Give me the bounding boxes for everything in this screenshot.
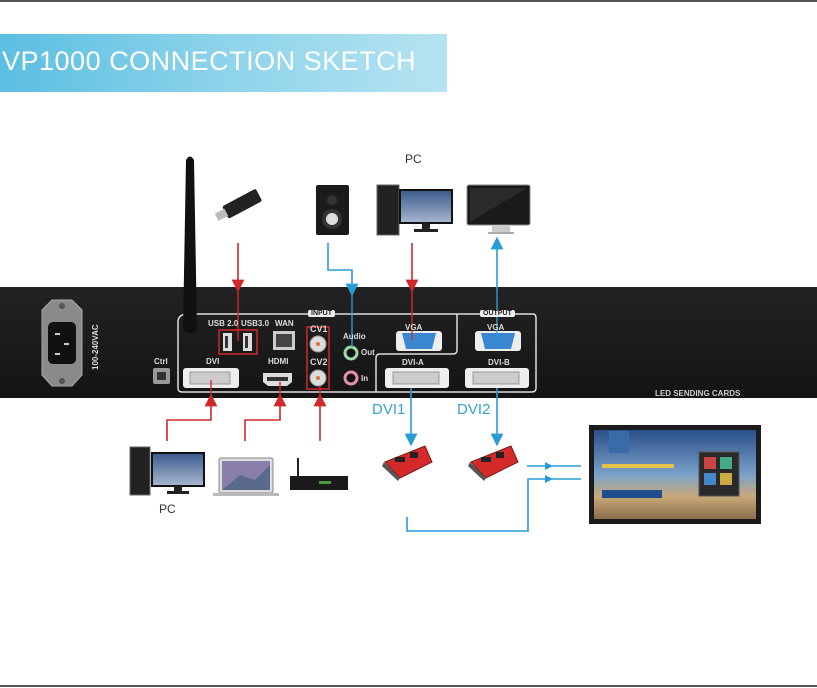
page-title: VP1000 CONNECTION SKETCH (2, 46, 417, 76)
dvi-b-label: DVI-B (488, 358, 510, 367)
dvi1-label: DVI1 (372, 401, 406, 418)
power-inlet-icon (41, 299, 83, 387)
led-sending-card-1-icon (382, 445, 433, 481)
usb-port-icon (243, 333, 252, 351)
led-sending-cards-label: LED SENDING CARDS (655, 389, 741, 398)
dvi-a-port-icon (385, 368, 449, 388)
hdmi-port-icon (263, 373, 292, 386)
ctrl-label: Ctrl (154, 357, 168, 366)
usb-port-icon (223, 333, 232, 351)
wan-port-icon (273, 331, 295, 350)
top-border (0, 0, 817, 2)
desktop-pc-icon (376, 184, 453, 236)
audio-in-label: In (361, 374, 369, 383)
speaker-icon (316, 185, 349, 235)
hdmi-label: HDMI (268, 357, 289, 366)
set-top-box-icon (290, 458, 348, 490)
audio-label: Audio (343, 332, 366, 341)
output-badge: OUTPUT (480, 310, 515, 317)
power-voltage-label: 100-240VAC (91, 324, 100, 370)
dvi-a-label: DVI-A (402, 358, 424, 367)
top-pc-label: PC (405, 152, 422, 166)
usb-flash-drive-icon (214, 189, 262, 221)
cv2-label: CV2 (310, 357, 328, 367)
led-display-screen-icon (589, 425, 761, 524)
bottom-pc-label: PC (159, 502, 176, 516)
audio-connection-line (327, 243, 359, 297)
vga-in-label: VGA (405, 323, 423, 332)
panel-outline (177, 313, 537, 393)
ctrl-usb-port-icon (153, 368, 170, 384)
desktop-pc-icon (129, 446, 205, 496)
audio-in-port-icon (343, 370, 359, 386)
vga-out-port-icon (475, 331, 521, 351)
bottom-border (0, 685, 817, 687)
usb2-label: USB 2.0 (208, 319, 239, 328)
audio-out-port-icon (343, 345, 359, 361)
laptop-hdmi-connection-line (244, 393, 287, 441)
cv1-port-icon (309, 335, 327, 353)
vga-out-label: VGA (487, 323, 505, 332)
dvi-port-icon (183, 368, 239, 388)
vga-in-port-icon (396, 331, 442, 351)
input-badge: INPUT (308, 310, 335, 317)
led-sending-card-2-icon (468, 445, 519, 481)
card-to-screen-connection-line (406, 478, 581, 532)
dvi2-label: DVI2 (457, 401, 491, 418)
dvi-b-port-icon (465, 368, 529, 388)
dvi-label: DVI (206, 357, 220, 366)
pc-dvi-connection-line (166, 393, 218, 441)
title-banner: VP1000 CONNECTION SKETCH (0, 34, 447, 92)
usb3-label: USB3.0 (241, 319, 270, 328)
monitor-icon (466, 184, 531, 234)
wifi-antenna-icon (183, 156, 197, 333)
cv2-port-icon (309, 369, 327, 387)
cv1-label: CV1 (310, 324, 328, 334)
laptop-icon (213, 457, 279, 496)
wan-label: WAN (275, 319, 294, 328)
audio-out-label: Out (361, 348, 375, 357)
